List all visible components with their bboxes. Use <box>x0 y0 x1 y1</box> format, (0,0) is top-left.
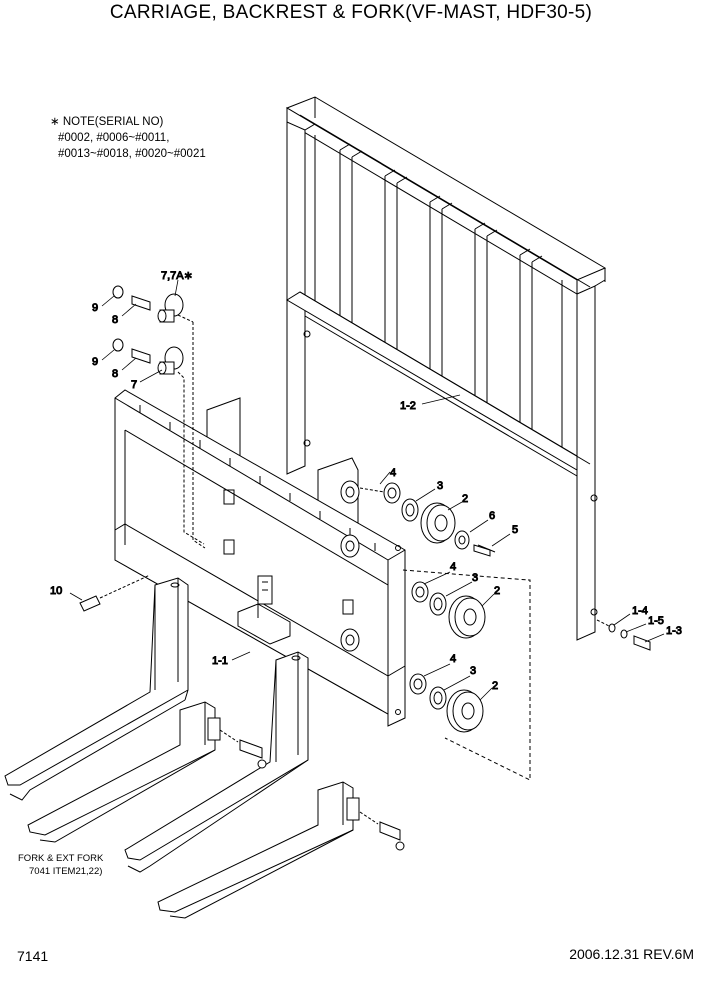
serial-note: ∗ NOTE(SERIAL NO) #0002, #0006~#0011, #0… <box>50 114 206 162</box>
fork-reference-line-1: FORK & EXT FORK <box>18 853 104 864</box>
ext-fork-pin-right <box>359 811 405 851</box>
serial-note-line-2: #0002, #0006~#0011, <box>58 132 170 144</box>
bolt-10 <box>79 574 151 612</box>
assembly-guide-lines <box>402 569 531 781</box>
ext-fork-pin-left <box>219 729 267 769</box>
callout-7-7a: 7,7A∗ <box>161 270 193 282</box>
fork-reference-note: FORK & EXT FORK 7041 ITEM21,22) <box>18 852 103 878</box>
callout-3-lower: 3 <box>470 665 476 677</box>
carriage-assembly <box>114 389 406 727</box>
callout-3-middle: 3 <box>472 572 478 584</box>
bolt-5 <box>477 544 496 553</box>
bolt-1-3-set <box>596 619 651 651</box>
callout-6: 6 <box>489 510 495 522</box>
page-number: 7141 <box>17 948 49 964</box>
callout-9-lower: 9 <box>92 356 98 368</box>
roller-set-upper <box>359 482 491 557</box>
serial-note-line-3: #0013~#0018, #0020~#0021 <box>58 148 206 160</box>
callout-5: 5 <box>512 524 518 536</box>
backrest-assembly <box>285 96 607 641</box>
callout-1-2: 1-2 <box>400 400 416 412</box>
callout-2-upper: 2 <box>462 493 468 505</box>
roller-set-middle <box>411 581 486 639</box>
callout-4-upper: 4 <box>390 467 396 479</box>
roller-set-lower <box>409 673 484 733</box>
callout-1-1: 1-1 <box>212 655 228 667</box>
stopper-upper <box>112 285 206 549</box>
callout-9-upper: 9 <box>92 302 98 314</box>
extension-fork-right <box>157 781 360 919</box>
callout-8-lower: 8 <box>112 368 118 380</box>
callout-1-4: 1-4 <box>632 605 648 617</box>
extension-fork-left <box>27 701 221 843</box>
callout-1-3: 1-3 <box>666 625 682 637</box>
fork-left <box>4 577 189 801</box>
revision-date: 2006.12.31 REV.6M <box>569 946 694 962</box>
leader-lines <box>69 279 665 701</box>
drawing-title: CARRIAGE, BACKREST & FORK(VF-MAST, HDF30… <box>109 2 593 23</box>
callout-3-upper: 3 <box>437 480 443 492</box>
fork-reference-line-2: 7041 ITEM21,22) <box>29 866 103 877</box>
callout-8-upper: 8 <box>112 314 118 326</box>
callout-7: 7 <box>131 379 137 391</box>
callout-10: 10 <box>50 585 62 597</box>
callout-4-middle: 4 <box>450 561 456 573</box>
callout-2-middle: 2 <box>494 585 500 597</box>
callout-4-lower: 4 <box>450 653 456 665</box>
callout-2-lower: 2 <box>492 680 498 692</box>
callout-1-5: 1-5 <box>648 615 664 627</box>
serial-note-heading: ∗ NOTE(SERIAL NO) <box>50 116 164 128</box>
fork-right <box>124 651 309 873</box>
